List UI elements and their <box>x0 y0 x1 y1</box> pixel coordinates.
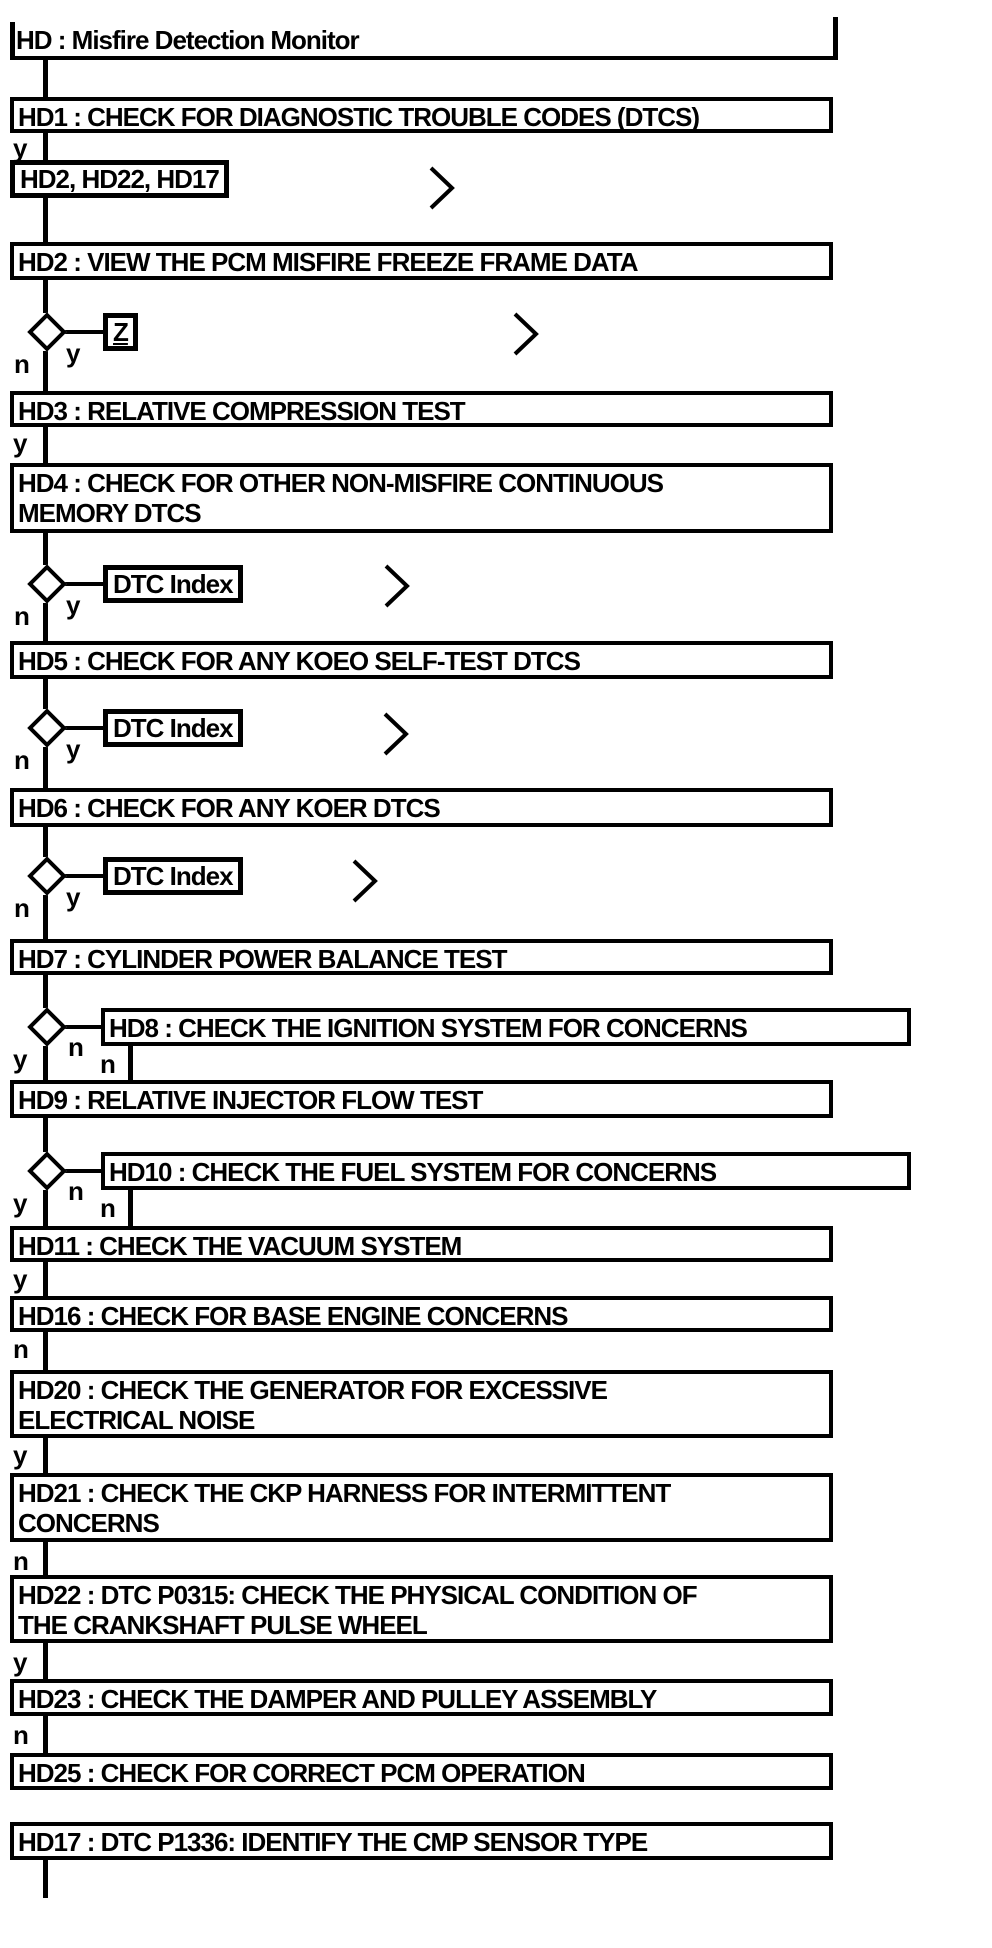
branch-label-y: y <box>66 882 81 912</box>
title-bracket-left-tick <box>10 22 15 60</box>
branch-label-y: y <box>13 1647 28 1677</box>
connector-horizontal <box>64 582 103 586</box>
branch-label-y: y <box>13 133 28 163</box>
branch-label-n: n <box>100 1049 116 1079</box>
decision-diamond-hd9 <box>27 1151 67 1191</box>
step-box-hd7: HD7 : CYLINDER POWER BALANCE TEST <box>10 939 833 975</box>
step-box-hd3: HD3 : RELATIVE COMPRESSION TEST <box>10 391 833 427</box>
connector-vertical <box>43 60 48 97</box>
branch-label-n: n <box>68 1176 84 1206</box>
branch-label-y: y <box>66 590 81 620</box>
branch-label-y: y <box>66 338 81 368</box>
continue-arrow-icon <box>384 564 410 608</box>
step-box-hd25: HD25 : CHECK FOR CORRECT PCM OPERATION <box>10 1753 833 1790</box>
branch-label-n: n <box>14 745 30 775</box>
connector-vertical <box>43 1643 48 1679</box>
decision-diamond-hd7 <box>27 1007 67 1047</box>
connector-vertical <box>43 280 48 313</box>
step-box-hd11: HD11 : CHECK THE VACUUM SYSTEM <box>10 1226 833 1262</box>
continue-arrow-icon <box>513 312 539 356</box>
step-box-hd20: HD20 : CHECK THE GENERATOR FOR EXCESSIVE… <box>10 1370 833 1438</box>
decision-diamond-hd5 <box>27 708 67 748</box>
step-box-hd10: HD10 : CHECK THE FUEL SYSTEM FOR CONCERN… <box>101 1152 911 1190</box>
step-box-hd5: HD5 : CHECK FOR ANY KOEO SELF-TEST DTCS <box>10 641 833 679</box>
decision-diamond-hd6 <box>27 856 67 896</box>
step-box-hd22: HD22 : DTC P0315: CHECK THE PHYSICAL CON… <box>10 1575 833 1643</box>
decision-diamond-hd2 <box>27 312 67 352</box>
branch-label-n: n <box>14 349 30 379</box>
jump-ref-box: HD2, HD22, HD17 <box>10 160 229 198</box>
step-box-hd9: HD9 : RELATIVE INJECTOR FLOW TEST <box>10 1080 833 1118</box>
connector-horizontal <box>64 1169 103 1173</box>
connector-horizontal <box>64 874 103 878</box>
continue-arrow-icon <box>352 859 378 903</box>
connector-vertical <box>43 1262 48 1296</box>
ref-box-dtc-index-2: DTC Index <box>103 709 243 747</box>
branch-label-y: y <box>13 428 28 458</box>
branch-label-n: n <box>13 1546 29 1576</box>
connector-vertical <box>43 533 48 565</box>
branch-label-n: n <box>14 601 30 631</box>
connector-horizontal <box>64 1025 103 1029</box>
connector-vertical <box>43 747 48 788</box>
decision-diamond-hd4 <box>27 564 67 604</box>
continue-arrow-icon <box>429 166 455 210</box>
ref-box-dtc-index-3: DTC Index <box>103 857 243 895</box>
branch-label-n: n <box>100 1193 116 1223</box>
connector-vertical <box>43 679 48 709</box>
step-box-hd4: HD4 : CHECK FOR OTHER NON-MISFIRE CONTIN… <box>10 463 833 533</box>
connector-vertical <box>43 427 48 463</box>
connector-vertical <box>43 1438 48 1473</box>
title-bracket-underline <box>10 56 833 60</box>
connector-horizontal <box>64 726 103 730</box>
step-box-hd6: HD6 : CHECK FOR ANY KOER DTCS <box>10 788 833 827</box>
connector-vertical <box>43 133 48 160</box>
connector-vertical <box>43 1190 48 1226</box>
ref-box-dtc-index-1: DTC Index <box>103 565 243 603</box>
connector-vertical <box>43 827 48 857</box>
connector-vertical <box>43 1118 48 1152</box>
connector-vertical <box>43 975 48 1008</box>
title-bracket-right-tick <box>833 17 838 60</box>
connector-horizontal <box>64 330 103 334</box>
connector-vertical <box>43 1332 48 1370</box>
connector-vertical <box>43 198 48 242</box>
step-box-hd2: HD2 : VIEW THE PCM MISFIRE FREEZE FRAME … <box>10 242 833 280</box>
continue-arrow-icon <box>383 712 409 756</box>
branch-label-y: y <box>66 734 81 764</box>
branch-label-y: y <box>13 1044 28 1074</box>
connector-vertical <box>43 1716 48 1753</box>
branch-label-n: n <box>13 1720 29 1750</box>
step-box-hd21: HD21 : CHECK THE CKP HARNESS FOR INTERMI… <box>10 1473 833 1542</box>
step-box-hd8: HD8 : CHECK THE IGNITION SYSTEM FOR CONC… <box>101 1008 911 1046</box>
ref-box-z: Z <box>103 313 138 351</box>
branch-label-y: y <box>13 1188 28 1218</box>
connector-vertical-tail <box>43 1860 48 1898</box>
flowchart-title: HD : Misfire Detection Monitor <box>16 25 360 55</box>
step-box-hd17: HD17 : DTC P1336: IDENTIFY THE CMP SENSO… <box>10 1822 833 1860</box>
branch-label-y: y <box>13 1440 28 1470</box>
branch-label-y: y <box>13 1264 28 1294</box>
connector-vertical <box>43 1046 48 1080</box>
connector-vertical-hd10-no <box>128 1190 133 1226</box>
connector-vertical <box>43 1542 48 1575</box>
branch-label-n: n <box>13 1334 29 1364</box>
connector-vertical <box>43 351 48 391</box>
connector-vertical-hd8-no <box>128 1046 133 1080</box>
step-box-hd1: HD1 : CHECK FOR DIAGNOSTIC TROUBLE CODES… <box>10 97 833 133</box>
step-box-hd23: HD23 : CHECK THE DAMPER AND PULLEY ASSEM… <box>10 1679 833 1716</box>
branch-label-n: n <box>14 893 30 923</box>
branch-label-n: n <box>68 1032 84 1062</box>
connector-vertical <box>43 603 48 641</box>
step-box-hd16: HD16 : CHECK FOR BASE ENGINE CONCERNS <box>10 1296 833 1332</box>
connector-vertical <box>43 895 48 939</box>
